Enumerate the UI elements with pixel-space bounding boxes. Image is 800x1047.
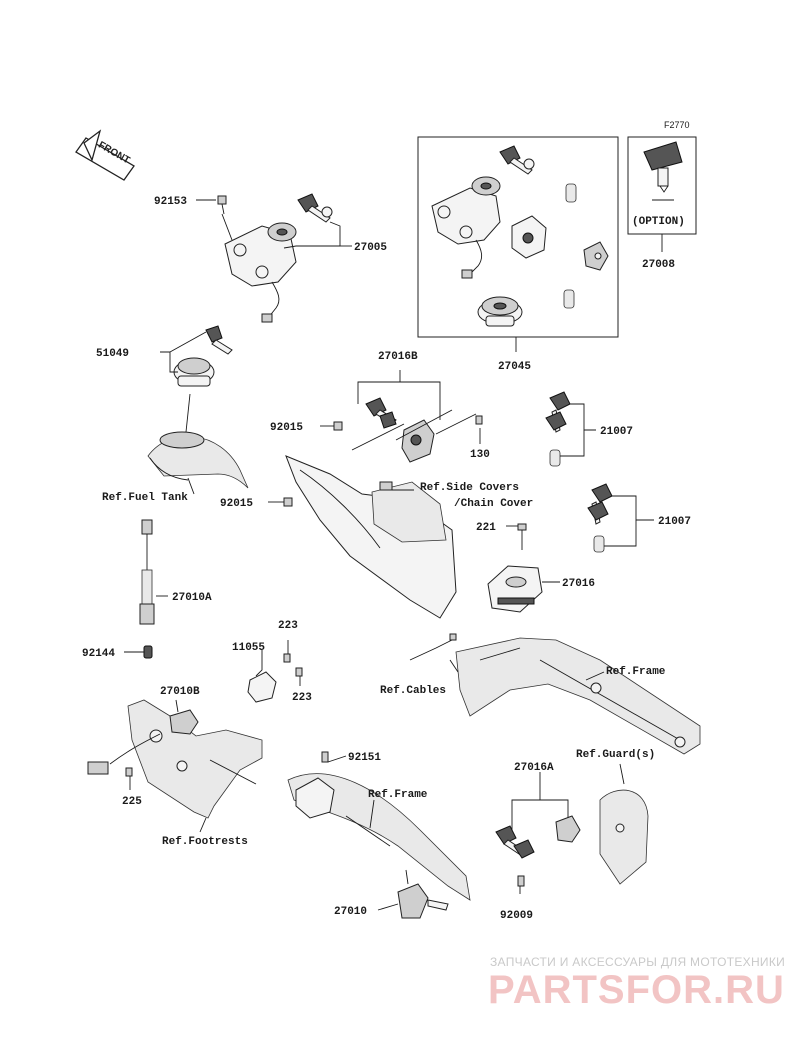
part-label-27005: 27005 [354,242,387,254]
switch-27010B [87,709,199,777]
bolt-221 [517,523,527,550]
clip-92015-upper [333,421,343,431]
option-label: (OPTION) [632,216,685,228]
kit-box-27045 [417,136,619,338]
key-set-21007-lower [587,483,613,553]
ignition-kit-27045 [431,145,609,327]
bolt-92153 [217,195,227,215]
part-label-27010A: 27010A [172,592,212,604]
figure-code: F2770 [664,120,690,130]
ref-frame-right: Ref.Frame [606,666,666,678]
rear-guard [599,789,649,885]
part-label-21007-lower: 21007 [658,516,691,528]
helmet-lock-27016B [351,397,477,463]
ref-side-covers: Ref.Side Covers [420,482,519,494]
bolt-92151 [321,751,329,763]
key-set-21007-upper [545,391,571,467]
part-label-221: 221 [476,522,496,534]
ref-cables: Ref.Cables [380,685,446,697]
part-label-27010: 27010 [334,906,367,918]
part-label-27016B: 27016B [378,351,418,363]
part-label-92151: 92151 [348,752,381,764]
screw-223-a [283,653,291,663]
helmet-lock-27016A [495,815,581,887]
part-label-92009: 92009 [500,910,533,922]
part-label-225: 225 [122,796,142,808]
front-arrow-icon: FRONT [75,129,135,181]
part-label-92153: 92153 [154,196,187,208]
part-label-92144: 92144 [82,648,115,660]
ref-footrests: Ref.Footrests [162,836,248,848]
part-label-92015-lower: 92015 [220,498,253,510]
rear-frame [455,637,701,755]
seat-lock-cable [409,633,457,661]
part-label-223-a: 223 [278,620,298,632]
fuel-cap-51049 [173,325,233,433]
watermark: ЗАПЧАСТИ И АКСЕССУАРЫ ДЛЯ МОТОТЕХНИКИ PA… [488,955,785,1012]
switch-27010 [397,869,449,919]
part-label-27008: 27008 [642,259,675,271]
option-key-27008: (OPTION) [632,141,685,228]
part-label-11055: 11055 [232,642,265,654]
ignition-switch-27005 [224,193,333,323]
seat-cowl [285,455,457,619]
part-label-223-b: 223 [292,692,312,704]
part-label-27045: 27045 [498,361,531,373]
sensor-27010A [139,519,155,625]
part-label-130: 130 [470,449,490,461]
screw-130 [475,415,483,425]
ref-chain-cover: /Chain Cover [454,498,533,510]
ref-guards: Ref.Guard(s) [576,749,655,761]
watermark-top: ЗАПЧАСТИ И АКСЕССУАРЫ ДЛЯ МОТОТЕХНИКИ [490,955,785,969]
fitting-92144 [143,645,153,659]
seat-lock-27016 [487,565,543,613]
part-label-92015-upper: 92015 [270,422,303,434]
part-label-27010B: 27010B [160,686,200,698]
part-label-27016: 27016 [562,578,595,590]
bracket-11055 [247,671,277,703]
fuel-tank [147,431,249,489]
ref-fuel-tank: Ref.Fuel Tank [102,492,188,504]
leader-lines [124,199,663,911]
screw-223-b [295,667,303,677]
ref-frame-bottom: Ref.Frame [368,789,428,801]
main-frame-tube [287,773,471,901]
part-label-27016A: 27016A [514,762,554,774]
part-label-51049: 51049 [96,348,129,360]
part-label-21007-upper: 21007 [600,426,633,438]
clip-92015-lower [283,497,293,507]
watermark-brand: PARTSFOR.RU [488,968,785,1012]
